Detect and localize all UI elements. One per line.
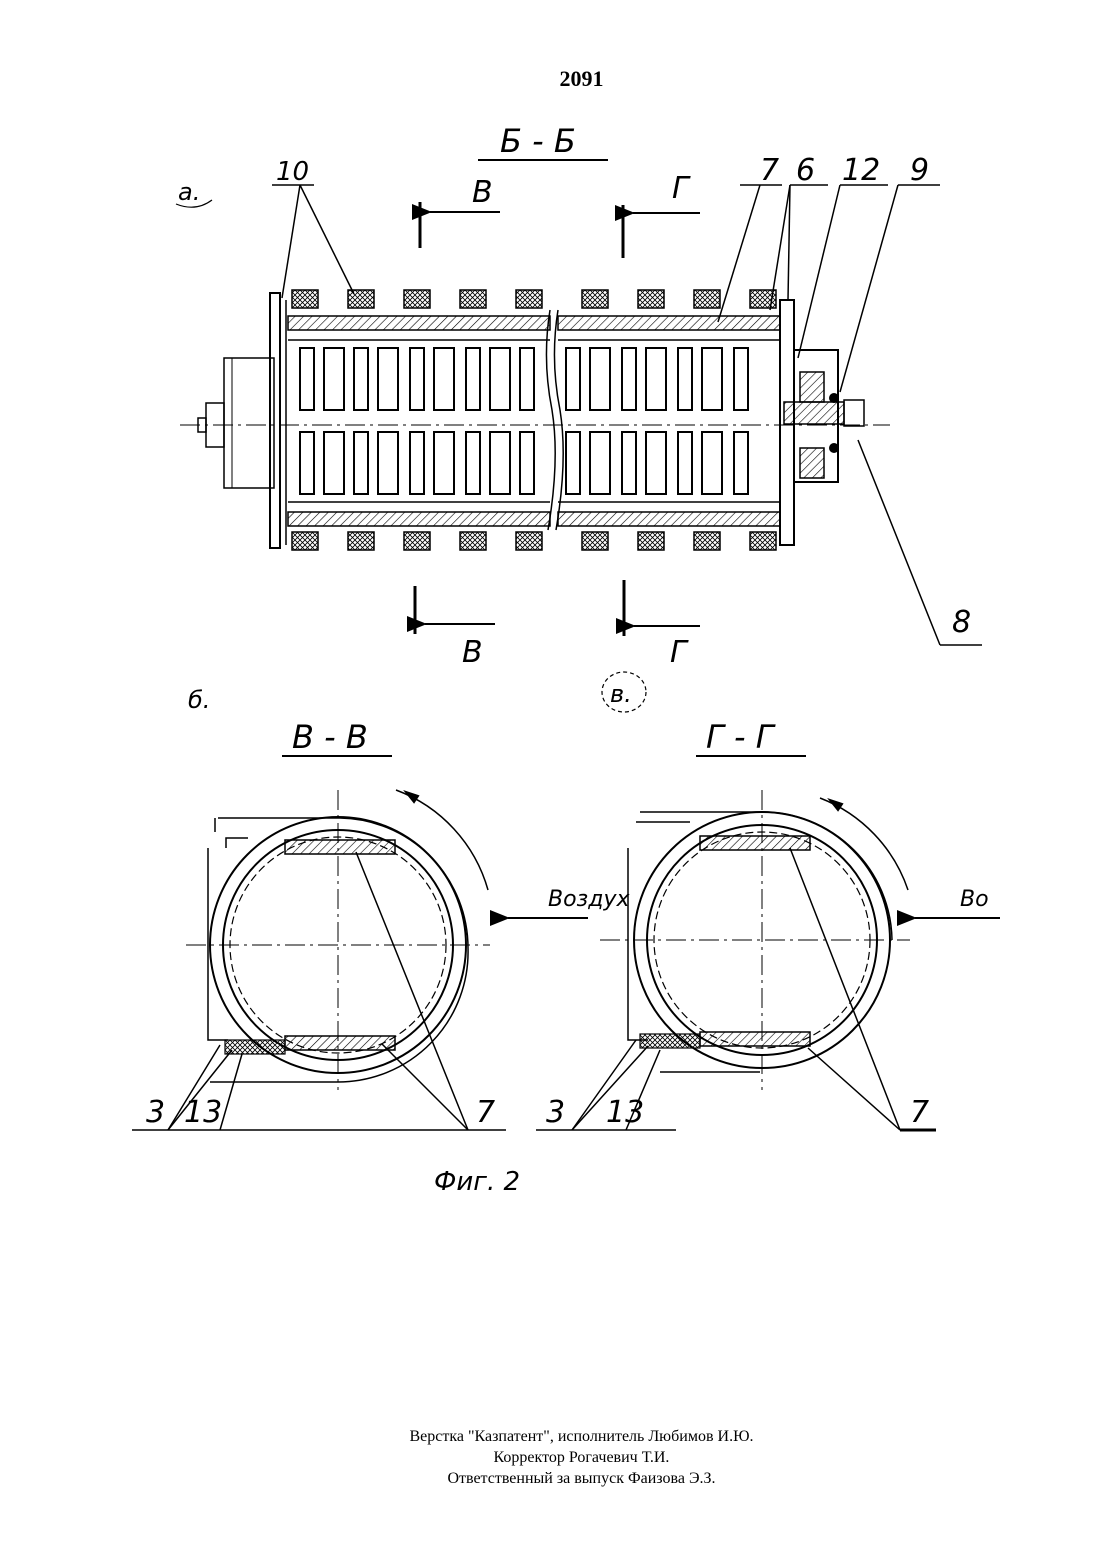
- label-10: 10: [276, 157, 309, 187]
- flow-label-air-c: Во: [960, 887, 989, 912]
- label-6: 6: [796, 153, 815, 188]
- label-7-b: 7: [476, 1095, 495, 1130]
- view-a-section-title: Б - Б: [500, 122, 576, 160]
- view-b-marker: б.: [188, 686, 210, 714]
- view-a-longitudinal-section: а. Б - Б В Г В Г: [176, 122, 982, 670]
- footer-layout-credit: Верстка "Казпатент", исполнитель Любимов…: [0, 1426, 1100, 1447]
- view-c-section-title: Г - Г: [706, 718, 776, 756]
- view-c-marker: в.: [610, 680, 632, 708]
- footer-corrector: Корректор Рогачевич Т.И.: [0, 1447, 1100, 1468]
- view-b-cross-section: б. В - В Воздух 3 13 7: [132, 686, 630, 1130]
- label-7-c: 7: [910, 1095, 929, 1130]
- footer-responsible: Ответственный за выпуск Фаизова Э.З.: [0, 1468, 1100, 1489]
- figure-caption: Фиг. 2: [434, 1167, 520, 1197]
- label-13-c: 13: [606, 1095, 644, 1130]
- view-b-section-title: В - В: [292, 718, 368, 756]
- label-13-b: 13: [184, 1095, 222, 1130]
- label-3-b: 3: [146, 1095, 165, 1130]
- label-8: 8: [952, 605, 971, 640]
- cut-mark-g-top: Г: [672, 171, 691, 206]
- label-12: 12: [842, 153, 880, 188]
- flow-label-air-b: Воздух: [548, 887, 630, 912]
- cut-mark-v-top: В: [472, 175, 493, 210]
- label-9: 9: [910, 153, 929, 188]
- view-a-marker: а.: [178, 178, 200, 206]
- cut-mark-v-bottom: В: [462, 635, 483, 670]
- cut-mark-g-bottom: Г: [670, 635, 689, 670]
- label-3-c: 3: [546, 1095, 565, 1130]
- label-7: 7: [760, 153, 779, 188]
